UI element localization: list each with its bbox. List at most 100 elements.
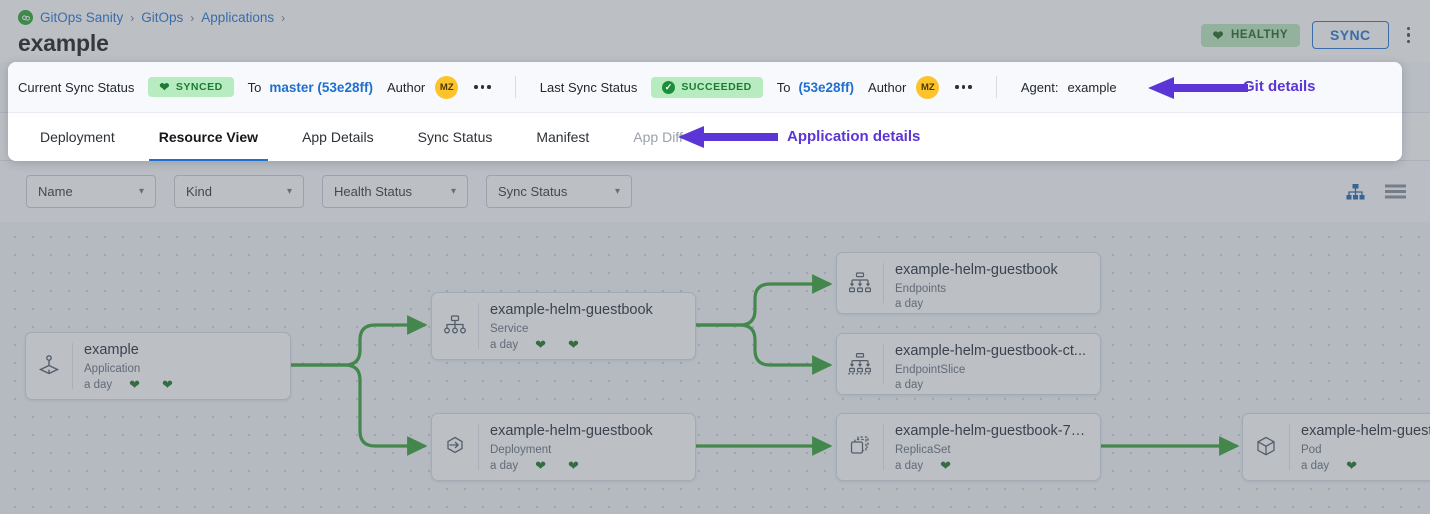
node-title: example-helm-guestbook (490, 302, 653, 318)
tab-app-diff[interactable]: App Diff (633, 129, 683, 145)
node-age: a day (490, 338, 519, 351)
heart-icon: ❤ (1212, 27, 1225, 43)
node-age: a day (490, 459, 519, 472)
filter-name-label: Name (38, 184, 73, 199)
sync-button[interactable]: SYNC (1312, 21, 1389, 49)
filter-name-select[interactable]: Name ▾ (26, 175, 156, 208)
heart-icon: ❤ (159, 80, 170, 94)
node-meta: a day (895, 379, 1090, 391)
divider (883, 263, 884, 303)
divider (478, 303, 479, 349)
node-kind: EndpointSlice (895, 364, 966, 377)
filter-kind-select[interactable]: Kind ▾ (174, 175, 304, 208)
current-sync-status-badge: ❤ SYNCED (148, 77, 234, 97)
node-kind: Service (490, 323, 529, 336)
highlighted-panel: Current Sync Status ❤ SYNCED To master (… (8, 62, 1402, 161)
health-heart-icon: ❤ (535, 458, 547, 474)
node-age: a day (895, 379, 924, 392)
tab-deployment[interactable]: Deployment (40, 129, 115, 145)
last-to-label: To (776, 79, 791, 95)
application-icon (26, 333, 72, 399)
tab-app-details[interactable]: App Details (302, 129, 374, 145)
breadcrumb-item-gitops[interactable]: GitOps (141, 10, 184, 25)
agent-label: Agent: (1020, 79, 1059, 95)
sync-heart-icon: ❤ (568, 458, 579, 474)
resource-node-endpoints[interactable]: example-helm-guestbook Endpoints a day (836, 252, 1101, 314)
health-heart-icon: ❤ (535, 337, 547, 353)
annotation-arrow-application-details (678, 126, 778, 148)
avatar: MZ (435, 75, 459, 99)
current-sync-status-label: Current Sync Status (18, 79, 135, 95)
breadcrumb: GitOps Sanity › GitOps › Applications › (18, 10, 285, 25)
deployment-icon (432, 414, 478, 480)
current-sync-status-value: SYNCED (175, 81, 223, 93)
list-view-icon[interactable] (1385, 184, 1406, 200)
node-body: example-helm-guestbook Endpoints a day (884, 253, 1100, 313)
breadcrumb-separator: › (281, 10, 286, 25)
app-header: GitOps Sanity › GitOps › Applications › … (0, 0, 1430, 62)
resource-node-application[interactable]: example Application a day ❤ ❤ (25, 332, 291, 400)
endpoints-icon (837, 253, 883, 313)
tab-sync-status[interactable]: Sync Status (417, 129, 493, 145)
resource-node-deployment[interactable]: example-helm-guestbook Deployment a day … (431, 413, 696, 481)
node-title: example-helm-guestbook (490, 423, 653, 439)
annotation-label-application-details: Application details (787, 128, 921, 145)
filter-sync-status-select[interactable]: Sync Status ▾ (486, 175, 632, 208)
node-age: a day (84, 378, 113, 391)
resource-node-endpointslice[interactable]: example-helm-guestbook-ct... EndpointSli… (836, 333, 1101, 395)
chevron-down-icon: ▾ (450, 186, 456, 197)
filter-health-status-select[interactable]: Health Status ▾ (322, 175, 468, 208)
tab-manifest[interactable]: Manifest (536, 129, 590, 145)
node-title: example-helm-guestbook (895, 262, 1058, 278)
annotation-arrow-git-details (1148, 77, 1248, 99)
node-meta: a day ❤ (895, 459, 1090, 472)
chevron-down-icon: ▾ (138, 186, 144, 197)
node-title: example-helm-guest (1301, 423, 1430, 439)
last-sync-status-label: Last Sync Status (539, 79, 638, 95)
node-kind: Endpoints (895, 283, 947, 296)
divider (514, 76, 516, 98)
node-body: example-helm-guestbook-ct... EndpointSli… (884, 334, 1100, 394)
node-body: example-helm-guestbook-74... ReplicaSet … (884, 414, 1100, 480)
node-title: example (84, 342, 139, 358)
node-body: example-helm-guest Pod a day ❤ (1290, 414, 1430, 480)
tab-resource-view[interactable]: Resource View (137, 113, 280, 161)
kebab-menu-icon[interactable] (1401, 23, 1417, 48)
filter-sync-status-label: Sync Status (498, 184, 568, 199)
node-kind: Application (84, 363, 141, 376)
node-meta: a day ❤ ❤ (84, 378, 280, 391)
last-sync-status-badge: ✓ SUCCEEDED (651, 76, 763, 98)
node-title: example-helm-guestbook-ct... (895, 343, 1086, 359)
node-meta: a day ❤ ❤ (490, 338, 685, 351)
resource-node-service[interactable]: example-helm-guestbook Service a day ❤ ❤ (431, 292, 696, 360)
status-badge-health: ❤ HEALTHY (1200, 23, 1300, 47)
last-revision-link[interactable]: (53e28ff) (798, 79, 855, 95)
node-meta: a day (895, 298, 1090, 310)
current-revision-link[interactable]: master (53e28ff) (269, 79, 373, 95)
replicaset-icon (837, 414, 883, 480)
filter-kind-label: Kind (186, 184, 213, 199)
annotation-label-git-details: Git details (1243, 78, 1316, 95)
resource-tree-canvas[interactable]: example Application a day ❤ ❤ (0, 222, 1430, 514)
avatar: MZ (916, 75, 940, 99)
divider (995, 76, 997, 98)
health-heart-icon: ❤ (1346, 458, 1358, 474)
breadcrumb-item-applications[interactable]: Applications (201, 10, 275, 25)
ellipsis-icon[interactable] (474, 85, 491, 89)
tree-view-icon[interactable] (1346, 183, 1365, 200)
breadcrumb-item-gitops-sanity[interactable]: GitOps Sanity (40, 10, 124, 25)
agent-value: example (1067, 79, 1117, 95)
node-kind: Pod (1301, 444, 1322, 457)
ellipsis-icon[interactable] (955, 85, 972, 89)
current-to-label: To (247, 79, 262, 95)
gitops-logo-icon (18, 10, 33, 25)
header-actions: ❤ HEALTHY SYNC (1200, 21, 1417, 49)
current-author-label: Author (386, 79, 426, 95)
divider (1289, 424, 1290, 470)
node-meta: a day ❤ (1301, 459, 1430, 472)
resource-node-replicaset[interactable]: example-helm-guestbook-74... ReplicaSet … (836, 413, 1101, 481)
check-circle-icon: ✓ (662, 80, 676, 94)
node-kind: Deployment (490, 444, 552, 457)
resource-node-pod[interactable]: example-helm-guest Pod a day ❤ (1242, 413, 1430, 481)
